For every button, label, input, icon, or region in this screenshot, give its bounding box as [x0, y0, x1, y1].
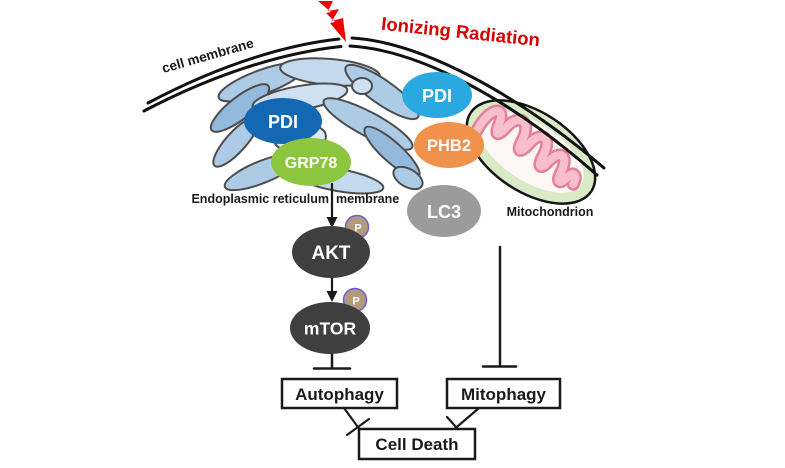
arrowhead-icon — [326, 217, 338, 228]
mitochondrion-label: Mitochondrion — [507, 205, 594, 219]
node-label: PDI — [422, 86, 452, 106]
er-cisterna — [392, 165, 424, 191]
er-membrane-label: Endoplasmic reticulum — [191, 192, 329, 206]
autophagy-box — [280, 377, 399, 410]
connectors — [312, 182, 518, 439]
t-bar-icon — [345, 417, 371, 437]
cell-death-label: Cell Death — [375, 435, 458, 454]
node-label: PDI — [268, 112, 298, 132]
cell-death-box — [357, 427, 477, 461]
er-cisterna — [351, 77, 373, 95]
node-label: AKT — [311, 243, 350, 264]
arrow-akt-mtor — [326, 276, 338, 302]
node-grp78: GRP78 — [271, 138, 351, 186]
node-lc3: LC3 — [407, 185, 481, 237]
autophagy-label: Autophagy — [295, 385, 384, 404]
node-phb2: PHB2 — [414, 122, 484, 168]
node-mtor: mTOR P — [290, 287, 370, 354]
node-akt: AKT P — [292, 214, 370, 278]
node-label: LC3 — [427, 202, 461, 222]
phospho-label: P — [352, 296, 359, 308]
membrane-outer-left — [146, 37, 341, 105]
arrow-grp78-akt — [326, 182, 338, 228]
mitophagy-label: Mitophagy — [461, 385, 547, 404]
ionizing-radiation-label: Ionizing Radiation — [380, 13, 541, 51]
mitochondrion-illustration — [465, 99, 597, 205]
membrane-inner-left — [142, 45, 343, 113]
outcome-boxes: Autophagy Mitophagy Cell Death — [280, 377, 562, 461]
phospho-label: P — [354, 223, 361, 235]
er-membrane-label-2: membrane — [336, 192, 399, 206]
node-pdi-mito: PDI — [402, 72, 472, 118]
membrane-outer-right — [350, 36, 606, 170]
arrowhead-icon — [326, 291, 338, 302]
membrane-inner-right — [348, 44, 599, 177]
node-label: PHB2 — [427, 137, 471, 155]
node-label: GRP78 — [285, 155, 338, 172]
inhibit-lc3-mitophagy — [481, 245, 518, 368]
node-label: mTOR — [304, 319, 357, 339]
cell-membrane-lines — [142, 36, 606, 177]
node-pdi-er: PDI — [244, 98, 322, 144]
lightning-bolt-icon — [318, 1, 346, 42]
mitophagy-box — [445, 377, 562, 410]
inhibit-mtor-autophagy — [312, 352, 352, 370]
protein-nodes: PDI GRP78 PDI PHB2 LC3 AKT P mTOR P — [244, 72, 484, 354]
cristae-icon — [469, 107, 580, 189]
